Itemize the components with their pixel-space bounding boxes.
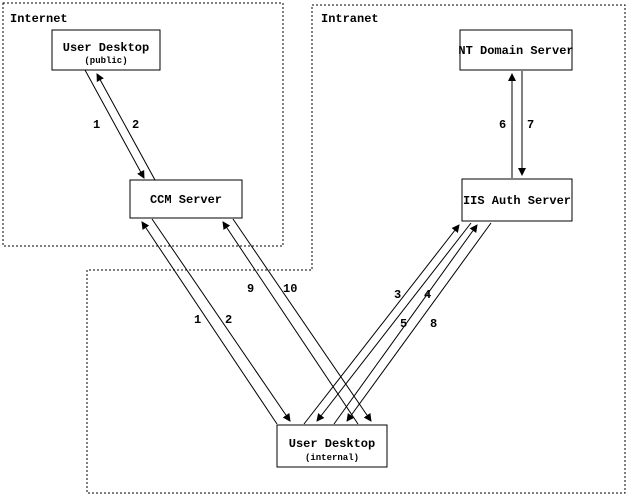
flow-label-6: 6 <box>499 118 506 132</box>
user-desktop-internal-subtitle: (internal) <box>305 453 359 463</box>
internet-zone-label: Internet <box>10 12 68 26</box>
flow-label-1-lower: 1 <box>194 313 201 327</box>
intranet-zone-border <box>86 4 626 494</box>
flow-label-10: 10 <box>283 282 297 296</box>
flow-label-8: 8 <box>430 317 437 331</box>
intranet-zone-label: Intranet <box>321 12 379 26</box>
arrow-internal-to-iis-d <box>333 224 478 425</box>
user-desktop-internal-box <box>276 424 388 468</box>
ccm-server-box <box>129 179 243 219</box>
flow-label-2-upper: 2 <box>132 118 139 132</box>
iis-auth-server-box <box>461 178 573 222</box>
arrow-iis-to-internal-c <box>316 222 472 422</box>
flow-label-9: 9 <box>247 282 254 296</box>
arrow-internal-to-ccm-a <box>141 221 278 425</box>
arrow-ccm-to-public <box>96 73 156 181</box>
ccm-server-title: CCM Server <box>150 193 222 207</box>
node-user-desktop-public: User Desktop (public) <box>51 29 161 71</box>
nt-domain-server-box <box>459 29 573 71</box>
arrow-internal-to-iis-c <box>303 224 460 425</box>
node-iis-auth-server: IIS Auth Server <box>461 178 573 222</box>
flow-label-3: 3 <box>394 288 401 302</box>
arrow-public-to-ccm <box>84 69 145 179</box>
user-desktop-public-box <box>51 29 161 71</box>
flow-label-1-upper: 1 <box>93 118 100 132</box>
flow-label-5: 5 <box>400 317 407 331</box>
user-desktop-internal-title: User Desktop <box>289 437 375 451</box>
node-ccm-server: CCM Server <box>129 179 243 219</box>
arrow-iis-to-internal-d <box>346 222 492 422</box>
arrow-ccm-to-internal-a <box>151 218 291 422</box>
node-nt-domain-server: NT Domain Server <box>458 29 574 71</box>
user-desktop-public-title: User Desktop <box>63 41 149 55</box>
arrow-internal-to-ccm-b <box>222 221 359 425</box>
node-user-desktop-internal: User Desktop (internal) <box>276 424 388 468</box>
arrow-ccm-to-internal-b <box>232 218 372 422</box>
flow-label-2-lower: 2 <box>225 313 232 327</box>
nt-domain-server-title: NT Domain Server <box>458 44 573 58</box>
iis-auth-server-title: IIS Auth Server <box>463 194 571 208</box>
internet-zone-border <box>2 2 284 247</box>
flow-label-4: 4 <box>424 288 431 302</box>
user-desktop-public-subtitle: (public) <box>84 56 127 66</box>
flow-label-7: 7 <box>527 118 534 132</box>
